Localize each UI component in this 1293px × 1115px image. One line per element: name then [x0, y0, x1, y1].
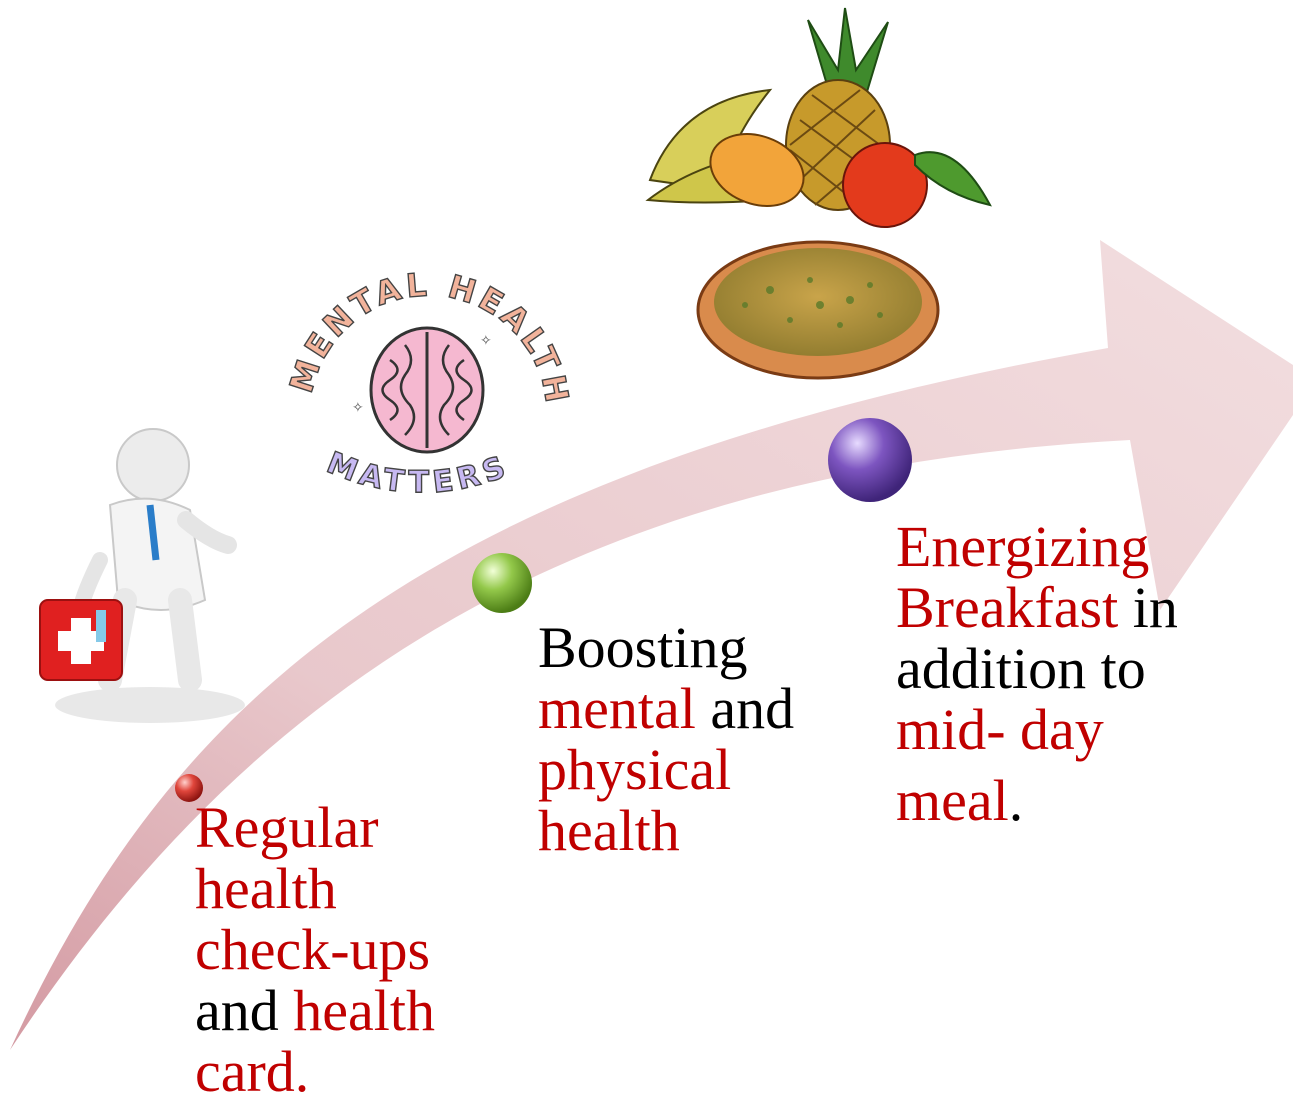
svg-text:✧: ✧	[480, 333, 492, 349]
step-1-line: Regular	[195, 797, 435, 858]
highlighted-text: health	[293, 978, 435, 1043]
highlighted-text: mid- day	[896, 697, 1104, 762]
badge-bottom-text: MATTERS	[322, 445, 514, 500]
highlighted-text: health	[538, 798, 680, 863]
step-1-line: card.	[195, 1041, 435, 1102]
step-1-line: health	[195, 858, 435, 919]
highlighted-text: check-ups	[195, 917, 431, 982]
mental-health-badge: MENTAL HEALTH MATTERS ✧ ✧	[281, 265, 573, 502]
plain-text: .	[1008, 768, 1024, 833]
doctor-illustration	[39, 428, 245, 723]
step-2-green-dot	[472, 553, 532, 613]
food-illustration	[645, 7, 992, 380]
step-2-line: Boosting	[538, 617, 794, 678]
step-3-line: Breakfast in	[896, 577, 1178, 638]
arrow-body	[10, 240, 1293, 1050]
step-1-red-dot	[175, 774, 203, 802]
step-3-purple-dot	[828, 418, 912, 502]
highlighted-text: health	[195, 856, 337, 921]
plain-text: and	[195, 978, 294, 1043]
highlighted-text: card.	[195, 1039, 310, 1104]
plain-text: Boosting	[538, 615, 748, 680]
highlighted-text: Regular	[195, 795, 379, 860]
step-2-line: physical	[538, 739, 794, 800]
highlighted-text: meal	[896, 768, 1009, 833]
step-2-line: mental and	[538, 678, 794, 739]
plain-text: and	[695, 676, 795, 741]
svg-text:✧: ✧	[352, 400, 364, 416]
step-3-line: meal.	[896, 770, 1178, 831]
step-1-line: check-ups	[195, 919, 435, 980]
step-2-line: health	[538, 800, 794, 861]
highlighted-text: Energizing	[896, 514, 1150, 579]
plain-text: in	[1118, 575, 1178, 640]
step-1-line: and health	[195, 980, 435, 1041]
plain-text: addition to	[896, 636, 1146, 701]
step-3-line: Energizing	[896, 516, 1178, 577]
highlighted-text: Breakfast	[896, 575, 1119, 640]
highlighted-text: physical	[538, 737, 732, 802]
step-3-line: mid- day	[896, 699, 1178, 760]
step-3-line: addition to	[896, 638, 1178, 699]
highlighted-text: mental	[538, 676, 696, 741]
